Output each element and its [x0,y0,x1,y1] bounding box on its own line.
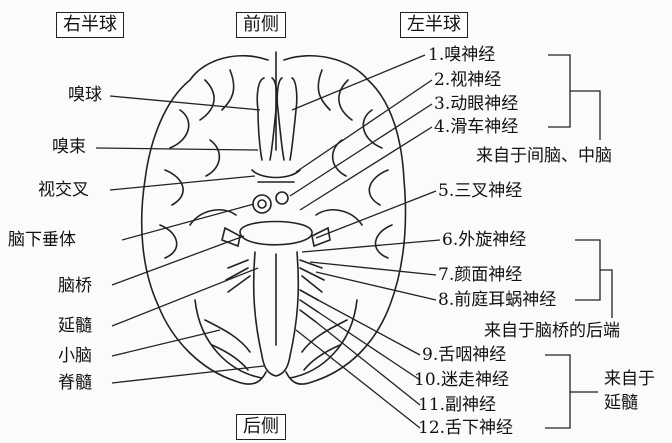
nerve-label: 12.舌下神经 [418,418,513,438]
nerve-label: 9.舌咽神经 [422,345,506,365]
label-pituitary: 脑下垂体 [8,230,76,250]
label-left-hemisphere: 左半球 [400,12,468,38]
label-back: 后侧 [236,414,286,440]
group-note-medulla-1: 来自于 [604,368,655,390]
label-spinal-cord: 脊髓 [58,373,92,393]
label-pons: 脑桥 [58,276,92,296]
group-note-medulla-2: 延髓 [604,392,638,414]
pituitary-shape [253,195,271,213]
nerve-label: 8.前庭耳蜗神经 [438,290,556,310]
nerve-label: 7.颜面神经 [438,265,522,285]
label-olfactory-tract: 嗅束 [52,137,86,157]
label-front: 前侧 [236,12,286,38]
nerve-label: 6.外旋神经 [442,230,526,250]
nerve-label: 11.副神经 [418,395,496,415]
nerve-label: 5.三叉神经 [438,181,522,201]
label-right-hemisphere: 右半球 [56,12,124,38]
group-note-pons-rear: 来自于脑桥的后端 [484,320,620,342]
olfactory-bulb-left [257,78,264,160]
label-medulla: 延髓 [58,316,92,336]
nerve-label: 2.视神经 [434,70,501,90]
nerve-label: 3.动眼神经 [434,94,518,114]
group-note-diencephalon-midbrain: 来自于间脑、中脑 [476,145,612,167]
optic-chiasm [252,170,300,182]
nerve-label: 1.嗅神经 [428,45,495,65]
label-olfactory-bulb: 嗅球 [68,85,102,105]
label-optic-chiasm: 视交叉 [38,180,89,200]
pons-shape [240,222,312,245]
label-cerebellum: 小脑 [58,346,92,366]
nerve-label: 10.迷走神经 [414,370,509,390]
olfactory-bulb-right [277,78,284,160]
nerve-label: 4.滑车神经 [434,117,518,137]
